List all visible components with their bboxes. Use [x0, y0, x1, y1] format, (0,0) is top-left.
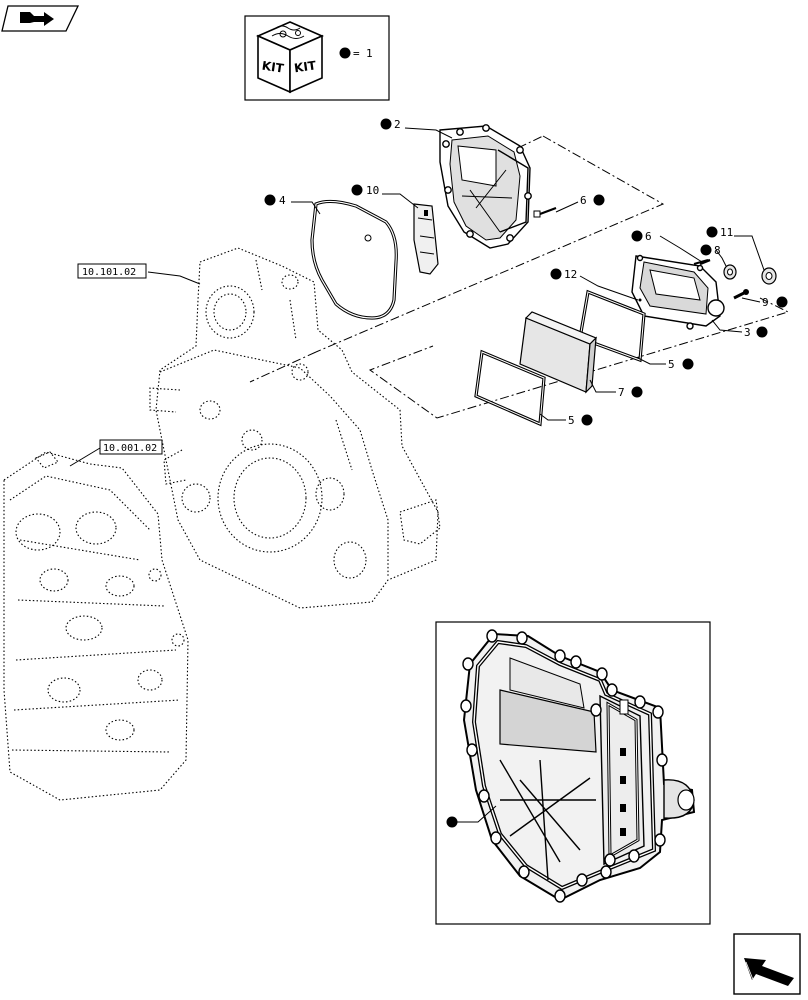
kit-box-icon: [256, 21, 324, 94]
callout-11: 11: [706, 226, 733, 239]
callout-6-top-number: 6: [580, 194, 587, 207]
seal-8: [723, 264, 737, 280]
callout-4: 4: [264, 194, 286, 207]
gasket-5-upper: [578, 289, 646, 363]
cover-2: [439, 124, 557, 249]
callout-6-right-number: 6: [645, 230, 652, 243]
callout-7: 7: [618, 386, 643, 399]
screw-9: [733, 289, 749, 300]
plate-10: [413, 203, 439, 275]
kit-bullet: [339, 47, 351, 59]
callout-8: 8: [700, 244, 721, 257]
callout-2: 2: [380, 118, 401, 131]
cover-3: [631, 254, 725, 330]
ref-box-block[interactable]: 10.001.02: [99, 439, 163, 455]
leader-lines: [69, 127, 765, 467]
callout-3-number: 3: [744, 326, 751, 339]
callout-8-number: 8: [714, 244, 721, 257]
filter-7: [519, 311, 598, 394]
plug-12: [638, 298, 642, 302]
kit-item-number: 1: [366, 47, 373, 60]
kit-text-left: KIT: [261, 59, 285, 76]
kit-legend: KIT KIT = 1: [244, 15, 390, 101]
timing-cover-housing: [149, 247, 441, 609]
inset-kit-bullet: [446, 816, 458, 828]
callout-5-upper-number: 5: [668, 358, 675, 371]
callout-4-number: 4: [279, 194, 286, 207]
callout-7-number: 7: [618, 386, 625, 399]
explosion-frame: [249, 135, 790, 419]
callout-6-right: 6: [631, 230, 652, 243]
callout-10-number: 10: [366, 184, 379, 197]
ref-box-cover[interactable]: 10.101.02: [77, 263, 147, 279]
ref-cover-label: 10.101.02: [82, 267, 136, 278]
ref-block-label: 10.001.02: [103, 443, 157, 454]
callout-12-number: 12: [564, 268, 577, 281]
kit-text-right: KIT: [293, 58, 317, 75]
next-page-arrow-icon[interactable]: [733, 933, 801, 995]
gasket-5-lower: [474, 349, 546, 427]
kit-equals: =: [353, 47, 360, 60]
inset-detail-view: [435, 621, 711, 925]
callout-11-number: 11: [720, 226, 733, 239]
screw-6-small: [699, 258, 711, 266]
callout-2-number: 2: [394, 118, 401, 131]
callout-10: 10: [351, 184, 379, 197]
callout-6-top: 6: [580, 194, 605, 207]
callout-9: 9: [762, 296, 788, 309]
callout-5-lower-number: 5: [568, 414, 575, 427]
inset-cover: [460, 629, 696, 903]
callout-5-upper: 5: [668, 358, 694, 371]
callout-3: 3: [744, 326, 768, 339]
cap-11: [761, 267, 777, 285]
callout-9-number: 9: [762, 296, 769, 309]
book-arrow-icon[interactable]: [1, 5, 80, 32]
gasket-4: [310, 199, 398, 320]
callout-5-lower: 5: [568, 414, 593, 427]
callout-12: 12: [550, 268, 577, 281]
engine-block: [3, 451, 189, 801]
